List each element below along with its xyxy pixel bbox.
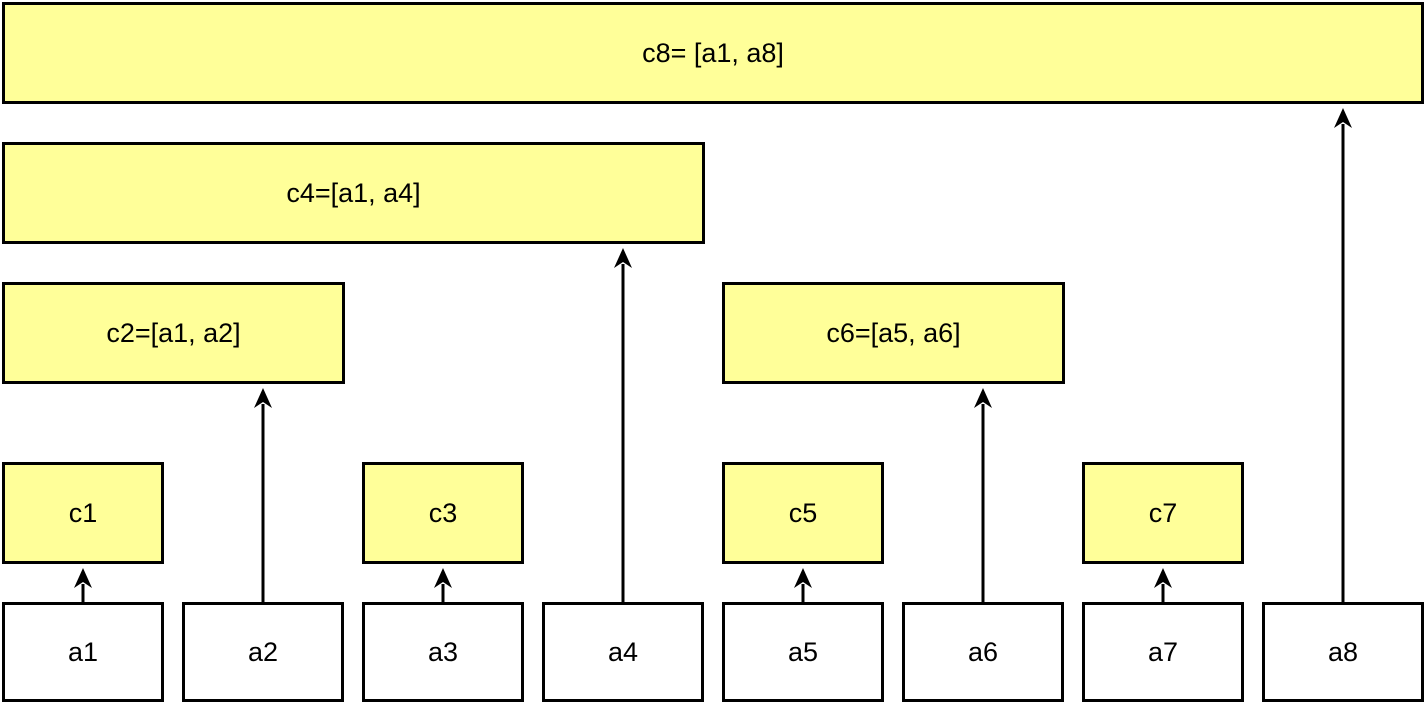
node-a5: a5 [722,602,884,702]
node-c1: c1 [2,462,164,564]
arrowhead-c5 [794,568,812,588]
node-a4: a4 [542,602,704,702]
node-a3: a3 [362,602,524,702]
node-c8: c8= [a1, a8] [2,2,1424,104]
node-a8: a8 [1262,602,1424,702]
arrowhead-c3 [434,568,452,588]
arrowhead-c4 [614,248,632,268]
node-c2: c2=[a1, a2] [2,282,345,384]
node-a2: a2 [182,602,344,702]
arrowhead-c7 [1154,568,1172,588]
arrowhead-c8 [1334,108,1352,128]
node-a6: a6 [902,602,1064,702]
node-c3: c3 [362,462,524,564]
node-c6: c6=[a5, a6] [722,282,1065,384]
node-c7: c7 [1082,462,1244,564]
node-c5: c5 [722,462,884,564]
node-c4: c4=[a1, a4] [2,142,705,244]
arrowhead-c1 [74,568,92,588]
node-a1: a1 [2,602,164,702]
arrowhead-c6 [974,388,992,408]
arrowhead-c2 [254,388,272,408]
node-a7: a7 [1082,602,1244,702]
